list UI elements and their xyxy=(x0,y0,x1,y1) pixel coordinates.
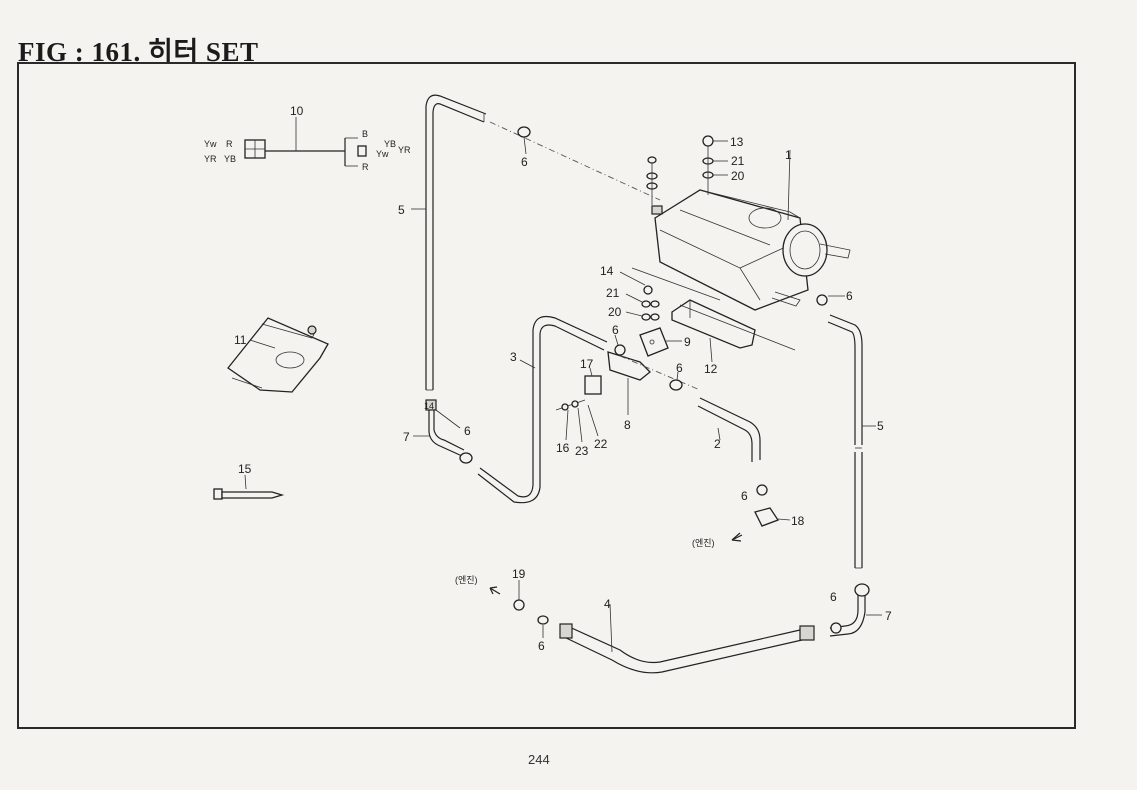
callout-2: 2 xyxy=(714,437,721,451)
callout-9: 9 xyxy=(684,335,691,349)
hardware-14-21-20-mid xyxy=(619,271,660,321)
page-number: 244 xyxy=(528,752,550,767)
mount-hardware-13-21-20 xyxy=(646,135,728,205)
bracket-12 xyxy=(631,267,796,363)
callout-labels: 1 2 3 4 5 5 6 6 6 6 6 6 6 7 7 8 9 10 11 … xyxy=(234,104,892,653)
callout-21-mid: 21 xyxy=(606,286,620,300)
wire-label-r-right: R xyxy=(362,162,369,172)
callout-12: 12 xyxy=(704,362,718,376)
callout-20-top: 20 xyxy=(731,169,745,183)
wire-label-yw: Yw xyxy=(204,139,217,149)
callout-20-mid: 20 xyxy=(608,305,622,319)
callout-6-lower: 6 xyxy=(741,489,748,503)
clamp-6-right xyxy=(816,294,845,306)
callout-4: 4 xyxy=(604,597,611,611)
diagram-frame xyxy=(17,62,1076,729)
callout-7-right: 7 xyxy=(885,609,892,623)
hose-2 xyxy=(697,397,761,462)
callout-6-left: 6 xyxy=(464,424,471,438)
assembly-centerline-mid xyxy=(619,355,701,391)
valve-assembly-8 xyxy=(555,334,651,443)
hose-5-left xyxy=(411,94,487,391)
note-engine-1: (엔진) xyxy=(692,538,715,548)
callout-10: 10 xyxy=(290,104,304,118)
hose-3 xyxy=(477,315,608,504)
callout-1: 1 xyxy=(785,148,792,162)
callout-16: 16 xyxy=(556,441,570,455)
clamp-6-top xyxy=(517,126,531,155)
hose-7-left xyxy=(413,399,473,464)
callout-18: 18 xyxy=(791,514,805,528)
bracket-9 xyxy=(639,327,682,357)
callout-5-left: 5 xyxy=(398,203,405,217)
callout-22: 22 xyxy=(594,437,608,451)
callout-19: 19 xyxy=(512,567,526,581)
fitting-18 xyxy=(731,484,791,542)
callout-14: 14 xyxy=(600,264,614,278)
callout-13: 13 xyxy=(730,135,744,149)
callout-8: 8 xyxy=(624,418,631,432)
clamp-6-valve xyxy=(669,371,683,391)
callout-6-mid: 6 xyxy=(676,361,683,375)
note-engine-2: (엔진) xyxy=(455,575,478,585)
fitting-19 xyxy=(489,580,549,638)
callout-7-left: 7 xyxy=(403,430,410,444)
wire-label-yw-right: Yw xyxy=(376,149,389,159)
callout-6-bottom: 6 xyxy=(538,639,545,653)
mounting-panel-11 xyxy=(227,317,329,393)
wire-label-yb: YB xyxy=(224,154,236,164)
hose-7-right xyxy=(829,583,882,637)
callout-6-valve: 6 xyxy=(612,323,619,337)
wire-label-yr: YR xyxy=(204,154,217,164)
heater-unit-1 xyxy=(651,149,851,311)
hose-4 xyxy=(559,603,815,674)
callout-6-top: 6 xyxy=(521,155,528,169)
callout-14-left: 14 xyxy=(424,401,434,411)
wire-label-b-right: B xyxy=(362,129,368,139)
callout-6-br: 6 xyxy=(830,590,837,604)
wire-label-yb-right: YB xyxy=(384,139,396,149)
callout-5-right: 5 xyxy=(877,419,884,433)
callout-15: 15 xyxy=(238,462,252,476)
assembly-centerline-top xyxy=(489,121,661,201)
callout-21-top: 21 xyxy=(731,154,745,168)
cable-tie-15 xyxy=(213,474,285,500)
callout-6-right: 6 xyxy=(846,289,853,303)
wire-label-r: R xyxy=(226,139,233,149)
callout-3: 3 xyxy=(510,350,517,364)
callout-11: 11 xyxy=(234,333,247,347)
wire-label-yr-right: YR xyxy=(398,145,411,155)
wiring-harness-10: Yw R YR YB B YB Yw YR R xyxy=(204,117,411,172)
hose-5-right xyxy=(827,314,876,569)
callout-23: 23 xyxy=(575,444,589,458)
callout-17: 17 xyxy=(580,357,594,371)
